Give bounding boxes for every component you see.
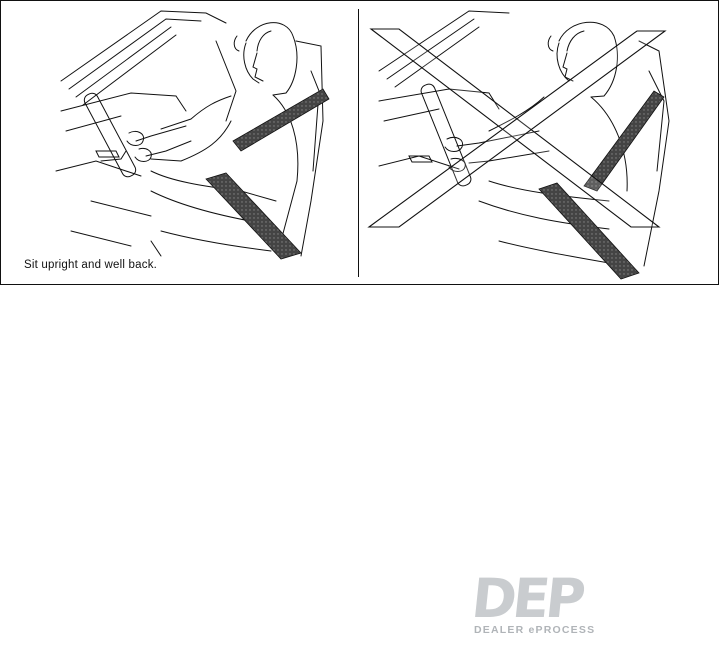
shoulder-belt-lower	[206, 173, 301, 259]
shoulder-belt-lower	[539, 183, 639, 279]
correct-posture-panel: Sit upright and well back.	[1, 1, 357, 284]
logo-letters: DEP	[469, 572, 584, 626]
shoulder-belt-upper	[584, 91, 664, 191]
caption-sit-upright: Sit upright and well back.	[24, 259, 157, 271]
incorrect-x-mark	[369, 29, 665, 227]
logo-tagline: DEALER ePROCESS	[474, 624, 595, 636]
incorrect-posture-panel	[359, 1, 719, 284]
correct-posture-illustration	[1, 1, 357, 284]
shoulder-belt-upper	[233, 89, 329, 151]
seatbelt-figure: Sit upright and well back.	[0, 0, 719, 285]
incorrect-posture-illustration	[359, 1, 719, 284]
dealer-eprocess-logo: DEP DEALER ePROCESS	[466, 572, 636, 640]
